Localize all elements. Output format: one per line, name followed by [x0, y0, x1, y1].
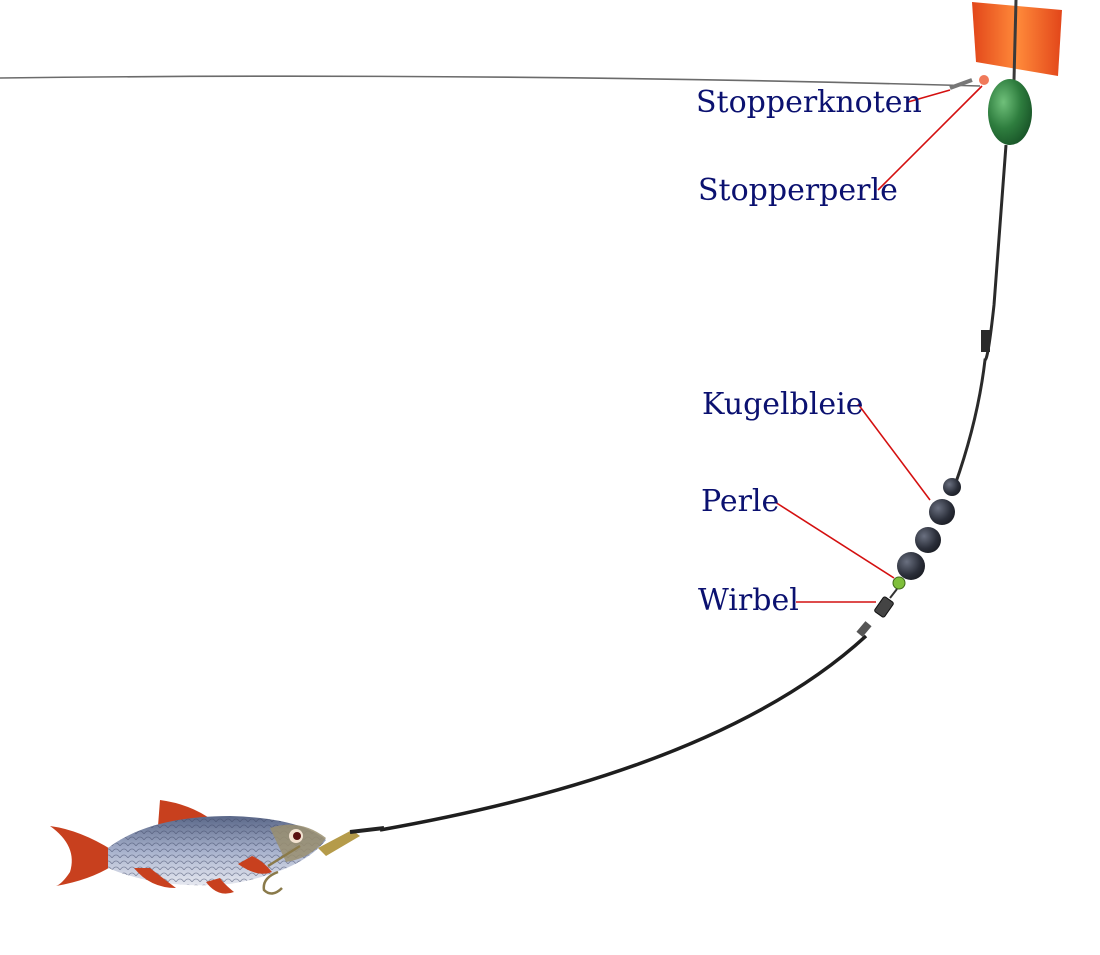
float-top: [972, 0, 1062, 81]
label-perle: Perle: [701, 484, 780, 519]
leader-line: [379, 634, 868, 832]
pointer-stopperknoten: [907, 89, 951, 103]
swivel: [856, 588, 898, 637]
pointer-stopperperle: [877, 85, 983, 191]
bait-fish: [50, 800, 385, 895]
float-body: [988, 79, 1032, 145]
label-stopperknoten: Stopperknoten: [696, 85, 922, 120]
label-stopperperle: Stopperperle: [698, 173, 898, 208]
pointer-lines: [774, 85, 983, 603]
ball-sinkers: [897, 478, 961, 580]
label-wirbel: Wirbel: [698, 583, 799, 618]
pointer-kugelbleie: [857, 403, 931, 501]
bead: [892, 576, 906, 590]
stopper-knot: [949, 75, 989, 90]
pointer-perle: [774, 501, 895, 579]
surface-line: [0, 75, 981, 87]
label-kugelbleie: Kugelbleie: [702, 387, 864, 422]
main-line: [953, 144, 1008, 486]
